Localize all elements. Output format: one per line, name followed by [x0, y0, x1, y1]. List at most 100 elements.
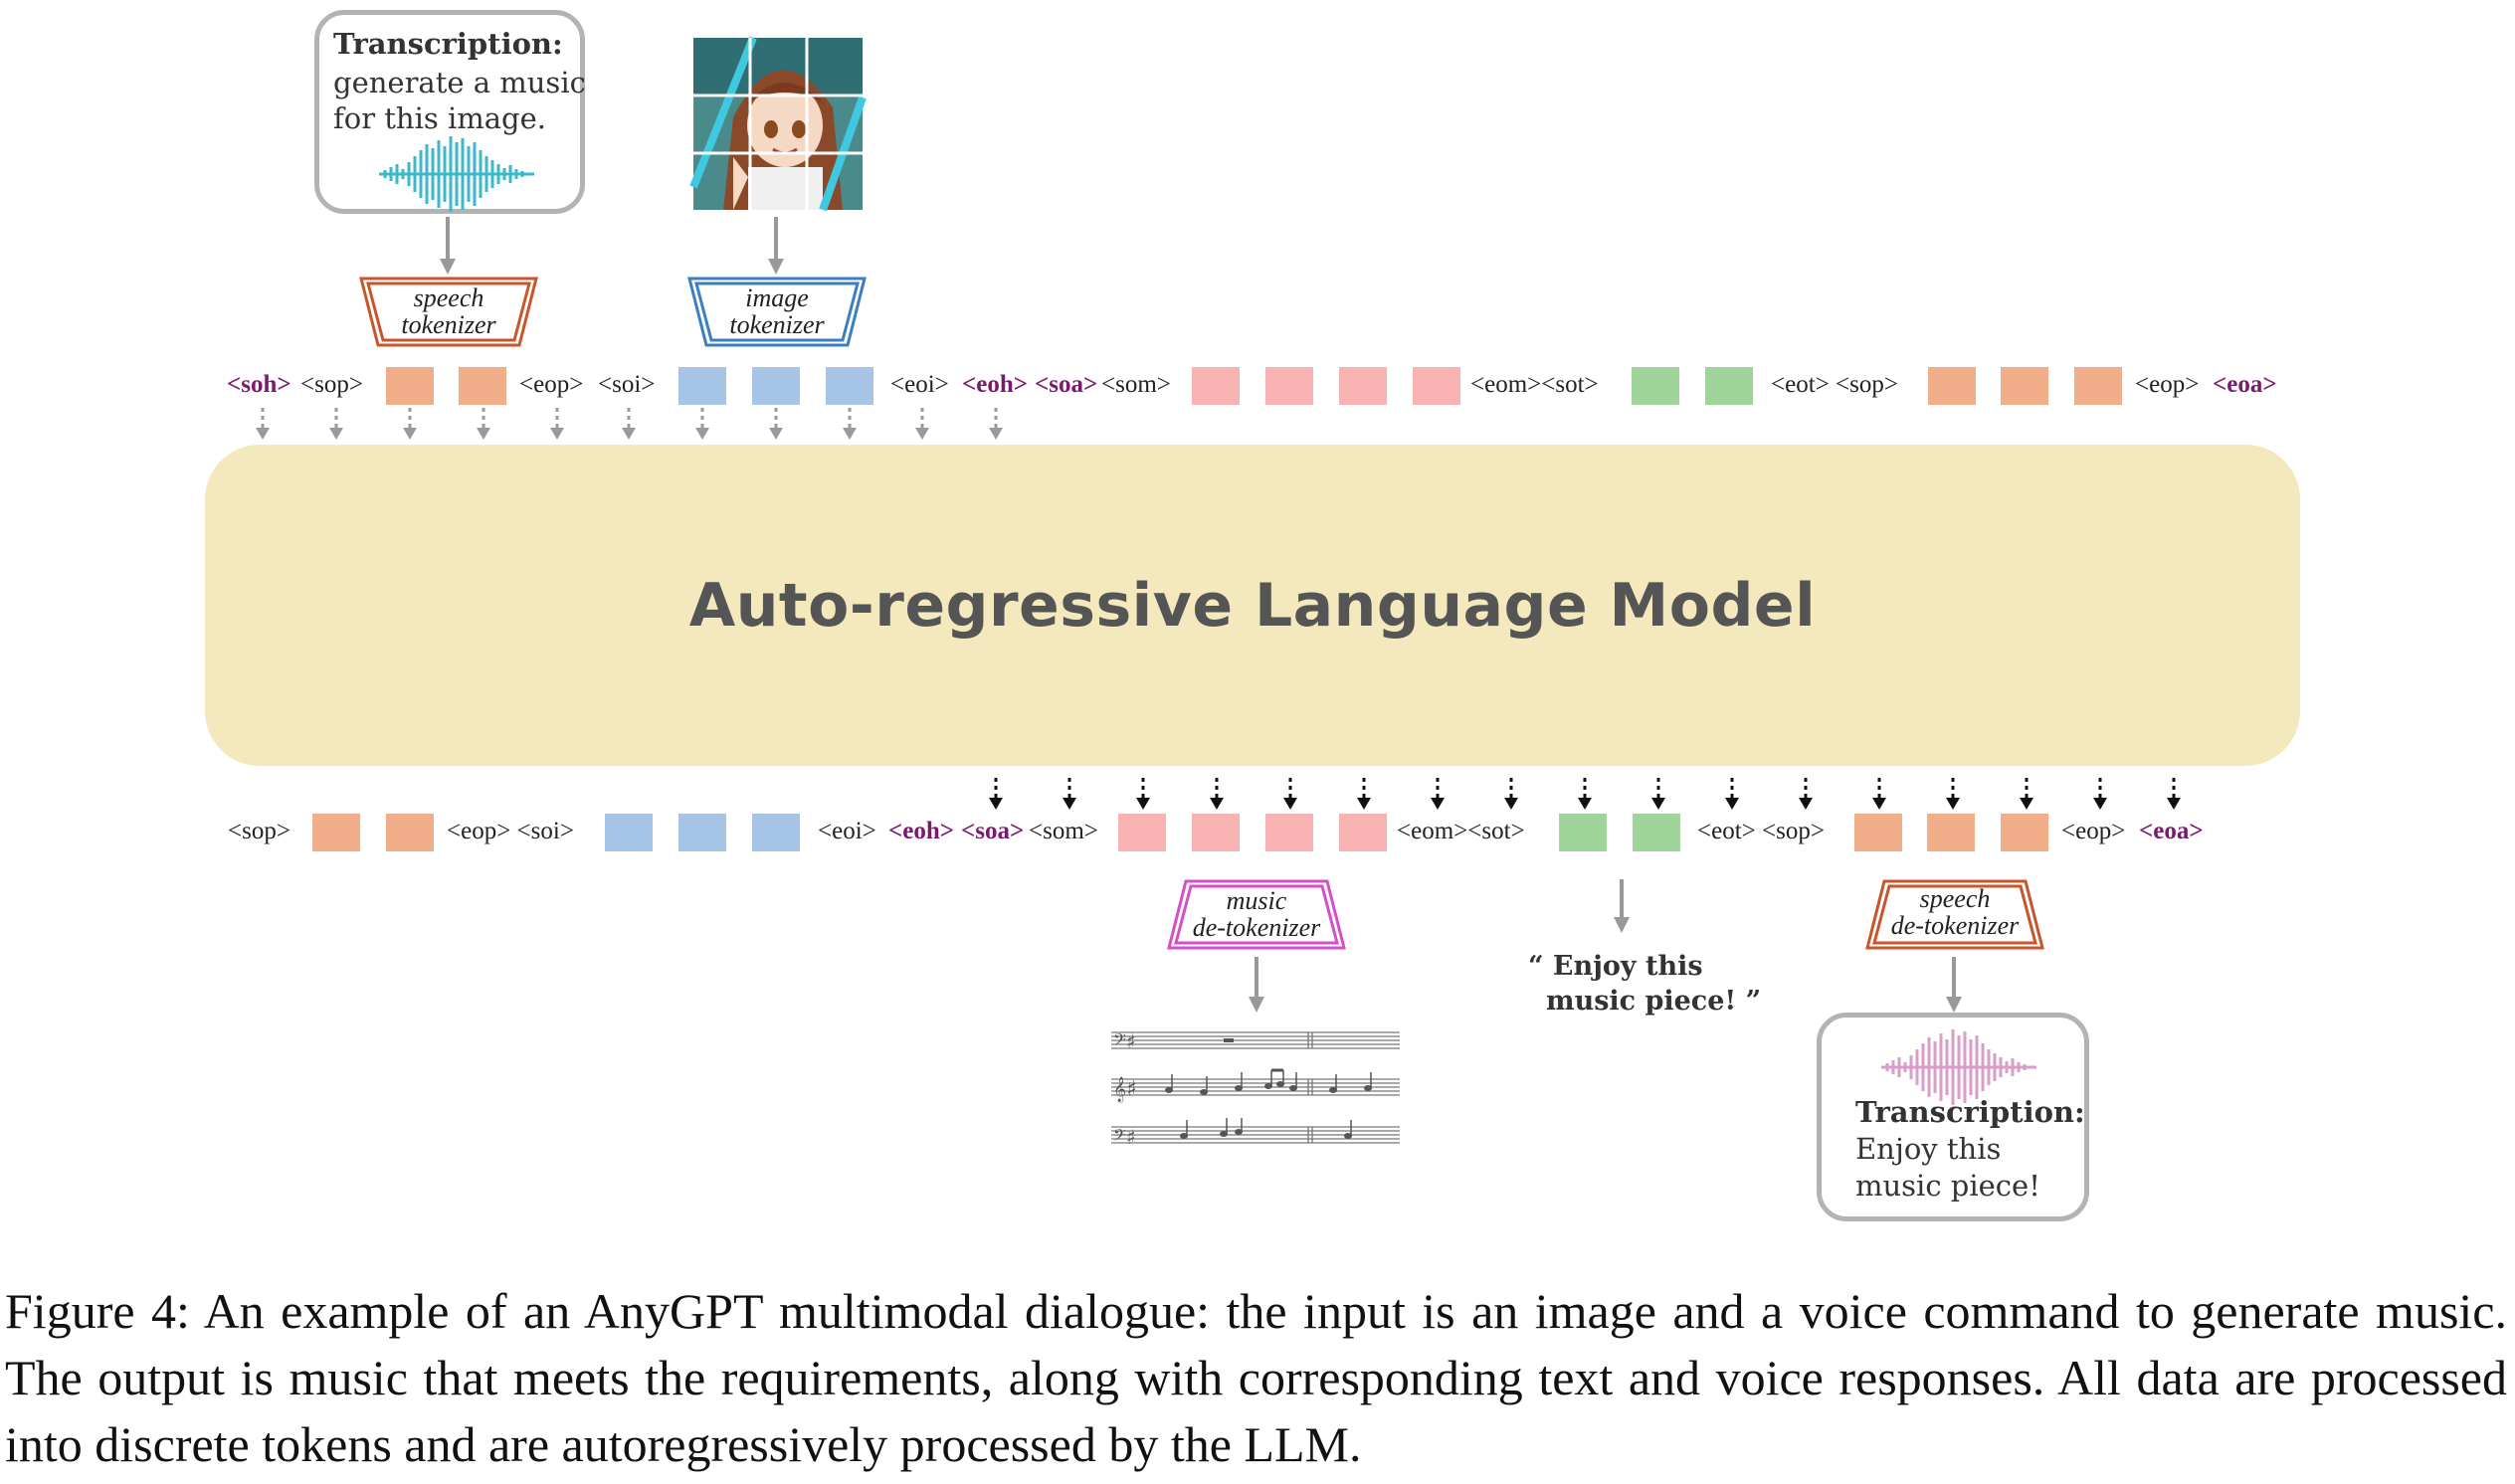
input-eop-token: <eop> — [2135, 371, 2200, 398]
input-image-thumbnail — [689, 36, 867, 212]
text-response-line2: music piece! ” — [1546, 986, 1762, 1017]
input-transcription-line1: generate a music — [333, 66, 586, 99]
speech-tokenizer-label: speech tokenizer — [401, 283, 496, 339]
output-speech-token — [312, 814, 360, 851]
dotted-arrow-head — [1725, 798, 1739, 810]
input-text-token — [1632, 367, 1679, 405]
input-eoh-token: <eoh> — [962, 371, 1028, 398]
dotted-arrow-head — [1431, 798, 1445, 810]
dotted-arrow-head — [1946, 798, 1960, 810]
output-text-token — [1559, 814, 1607, 851]
input-sop-token: <sop> — [300, 371, 363, 398]
input-som-token: <som> — [1101, 371, 1171, 398]
output-som-token: <som> — [1029, 818, 1098, 844]
input-arrows — [256, 408, 1003, 440]
input-soh-token: <soh> — [227, 371, 291, 398]
output-music-token — [1118, 814, 1166, 851]
output-eot-sop-token: <eot> <sop> — [1697, 818, 1825, 844]
input-soi-token: <soi> — [598, 371, 656, 398]
figure-caption: Figure 4: An example of an AnyGPT multim… — [5, 1283, 2507, 1472]
image-tokenizer-label: image tokenizer — [729, 283, 825, 339]
input-soa-token: <soa> — [1035, 371, 1098, 398]
output-eoi-token: <eoi> — [818, 818, 876, 844]
output-image-token — [752, 814, 800, 851]
music-detokenizer-label: music de-tokenizer — [1192, 886, 1321, 942]
output-sop-token: <sop> — [228, 818, 290, 844]
arrow-speech-detokenizer-to-output — [1946, 957, 1962, 1013]
input-music-token — [1265, 367, 1313, 405]
output-music-token — [1339, 814, 1387, 851]
input-eom-sot-token: <eom><sot> — [1470, 371, 1599, 398]
output-speech-token — [1927, 814, 1975, 851]
dotted-arrow-head — [1799, 798, 1813, 810]
speech-detokenizer-shape — [1865, 879, 2044, 950]
input-image-token — [752, 367, 800, 405]
language-model-label: Auto-regressive Language Model — [688, 570, 1817, 641]
dotted-arrow-head — [1210, 798, 1224, 810]
input-music-token — [1192, 367, 1240, 405]
dotted-arrow-head — [1872, 798, 1886, 810]
output-eom-sot-token: <eom><sot> — [1397, 818, 1525, 844]
output-image-token — [678, 814, 726, 851]
input-speech-token — [2074, 367, 2122, 405]
speech-tokenizer-shape — [359, 277, 538, 347]
svg-text:𝄢♯: 𝄢♯ — [1113, 1125, 1136, 1149]
output-music-token — [1192, 814, 1240, 851]
input-text-token — [1705, 367, 1753, 405]
output-eop-soi-token: <eop> <soi> — [447, 818, 574, 844]
dotted-arrow-head — [989, 428, 1003, 440]
output-text-token — [1633, 814, 1680, 851]
dotted-arrow-head — [2093, 798, 2107, 810]
image-tokenizer-shape — [687, 277, 867, 347]
output-speech-token — [386, 814, 434, 851]
arrow-speech-to-tokenizer — [440, 217, 456, 275]
music-detokenizer-shape — [1167, 879, 1346, 950]
input-speech-token — [386, 367, 434, 405]
dotted-arrow-head — [403, 428, 417, 440]
input-music-token — [1413, 367, 1460, 405]
dotted-arrow-head — [1136, 798, 1150, 810]
input-waveform-icon — [379, 136, 534, 212]
dotted-arrow-head — [989, 798, 1003, 810]
output-transcription-line1: Enjoy this — [1855, 1132, 2002, 1166]
output-eoh-token: <eoh> — [888, 818, 954, 844]
output-transcription-title: Transcription: — [1855, 1095, 2085, 1129]
dotted-arrow-head — [1578, 798, 1592, 810]
dotted-arrow-head — [2020, 798, 2033, 810]
output-music-token — [1265, 814, 1313, 851]
input-transcription-title: Transcription: — [333, 27, 563, 61]
output-speech-token — [1854, 814, 1902, 851]
dotted-arrow-head — [915, 428, 929, 440]
input-music-token — [1339, 367, 1387, 405]
input-eot-sop-token: <eot> <sop> — [1771, 371, 1898, 398]
output-speech-token — [2001, 814, 2048, 851]
svg-text:𝄢♯: 𝄢♯ — [1113, 1029, 1136, 1053]
output-soa-token: <soa> — [961, 818, 1025, 844]
input-speech-token — [459, 367, 506, 405]
dotted-arrow-head — [329, 428, 343, 440]
arrow-text-tokens-down — [1614, 879, 1630, 933]
output-eoa-token: <eoa> — [2139, 818, 2204, 844]
arrow-music-detokenizer-to-score — [1249, 957, 1264, 1013]
input-speech-token — [1928, 367, 1976, 405]
dotted-arrow-head — [769, 428, 783, 440]
input-eoi-token: <eoi> — [890, 371, 949, 398]
input-image-token — [826, 367, 873, 405]
input-speech-box: Transcription: generate a music for this… — [314, 10, 586, 214]
input-speech-token — [2001, 367, 2048, 405]
output-arrows — [989, 778, 2181, 810]
arrow-image-to-tokenizer — [768, 217, 784, 275]
dotted-arrow-head — [695, 428, 709, 440]
input-eop-token: <eop> — [519, 371, 584, 398]
dotted-arrow-head — [1504, 798, 1518, 810]
dotted-arrow-head — [477, 428, 490, 440]
output-transcription-line2: music piece! — [1855, 1169, 2040, 1203]
music-score-image: 𝄢♯ 𝄞♯ 𝄢♯ — [1111, 1029, 1400, 1149]
language-model-block: Auto-regressive Language Model — [205, 445, 2300, 766]
dotted-arrow-head — [622, 428, 636, 440]
input-transcription-line2: for this image. — [333, 101, 546, 135]
dotted-arrow-head — [256, 428, 270, 440]
dotted-arrow-head — [2167, 798, 2181, 810]
dotted-arrow-head — [1357, 798, 1371, 810]
dotted-arrow-head — [1651, 798, 1665, 810]
